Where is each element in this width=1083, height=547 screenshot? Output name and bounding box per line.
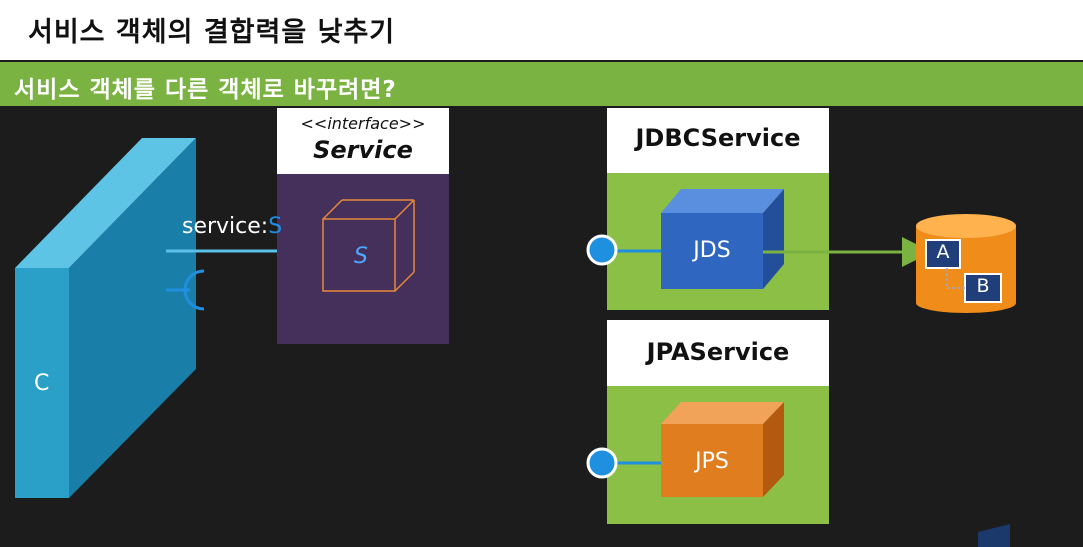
jdbc-header-bg xyxy=(607,108,829,173)
interface-stereotype: <<interface>> xyxy=(300,114,426,133)
jds-label: JDS xyxy=(693,238,731,263)
title-bar xyxy=(0,0,1083,60)
interface-cube xyxy=(322,199,415,292)
jdbc-service-name: JDBCService xyxy=(635,124,801,152)
interface-name: Service xyxy=(313,136,413,164)
subtitle-bar xyxy=(0,62,1083,106)
service-field-label: service:S xyxy=(182,214,283,239)
interface-body xyxy=(277,174,449,344)
jps-cube xyxy=(661,402,784,497)
interface-header-bg xyxy=(277,108,449,174)
jps-label: JPS xyxy=(695,449,729,474)
jpa-header-bg xyxy=(607,320,829,386)
jpa-service-name: JPAService xyxy=(646,338,790,366)
interface-cube-label: S xyxy=(354,244,368,269)
database-icon xyxy=(916,214,1016,313)
table-a-label: A xyxy=(936,241,950,263)
slide-subtitle: 서비스 객체를 다른 객체로 바꾸려면? xyxy=(14,77,397,103)
jpa-port-icon xyxy=(586,447,618,479)
client-wall xyxy=(15,138,196,498)
slide-title: 서비스 객체의 결합력을 낮추기 xyxy=(28,17,396,48)
table-b-label: B xyxy=(976,275,990,297)
jdbc-port-icon xyxy=(586,234,618,266)
corner-object xyxy=(978,524,1010,547)
client-label: C xyxy=(34,371,50,396)
jds-cube xyxy=(661,189,784,289)
